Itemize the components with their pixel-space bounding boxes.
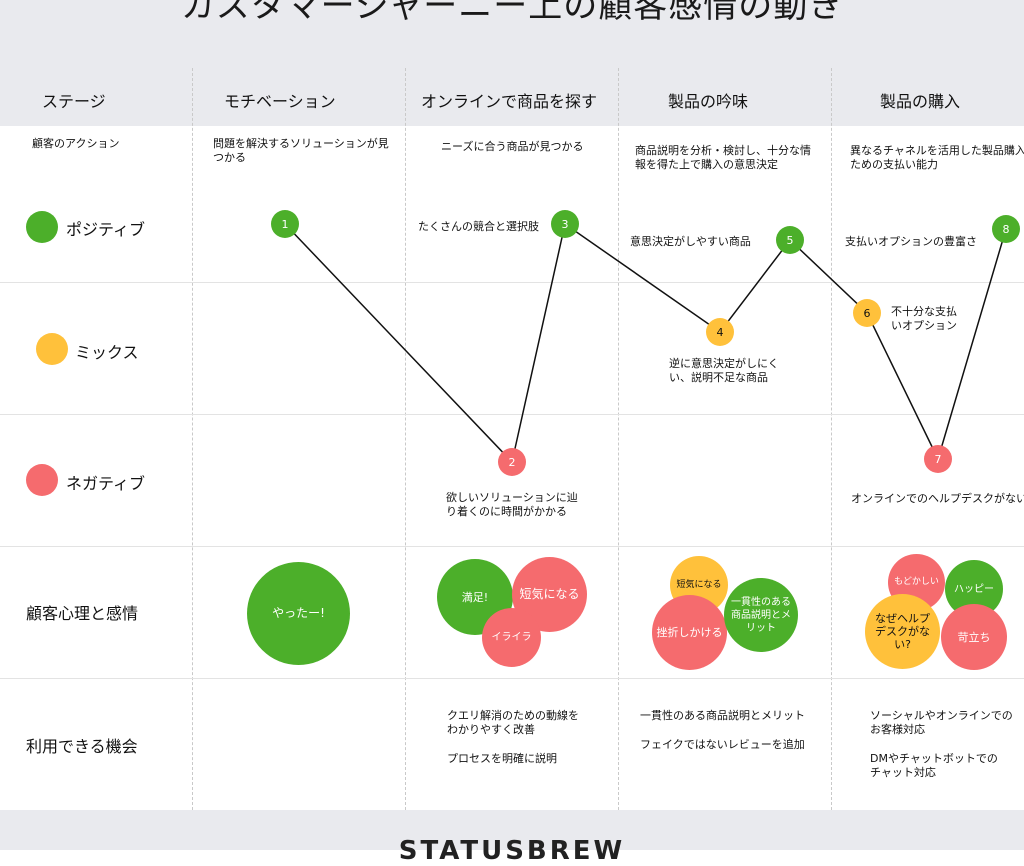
mix-legend-dot [36,333,68,365]
stage-header: ステージ [42,92,106,111]
emotion-bubble: やったー! [247,562,350,665]
actions-label: 顧客のアクション [32,137,120,150]
journey-node-4: 4 [706,318,734,346]
journey-node-5: 5 [776,226,804,254]
row-divider [0,414,1024,415]
positive-legend-label: ポジティブ [66,220,146,239]
journey-node-2: 2 [498,448,526,476]
positive-legend-dot [26,211,58,243]
brand-logo: STATUSBREW [398,836,626,866]
stage-search-online: オンラインで商品を探す [421,92,598,111]
negative-legend-label: ネガティブ [66,474,146,493]
footer-band [0,810,1024,850]
column-divider [618,68,619,810]
journey-node-8: 8 [992,215,1020,243]
action-text: 問題を解決するソリューションが見つかる [213,137,389,164]
emotion-bubble: 挫折しかける [652,595,727,670]
stage-motivation: モチベーション [224,92,336,111]
journey-node-3: 3 [551,210,579,238]
opportunity-text: DMやチャットボットでのチャット対応 [870,752,998,779]
row-divider [0,546,1024,547]
journey-node-6: 6 [853,299,881,327]
emotions-label: 顧客心理と感情 [26,604,139,623]
opportunity-text: ソーシャルやオンラインでのお客様対応 [870,709,1013,736]
action-text: ニーズに合う商品が見つかる [441,140,584,153]
annotation-node-4: 逆に意思決定がしにくい、説明不足な商品 [669,357,779,384]
negative-legend-dot [26,464,58,496]
emotion-bubble: なぜヘルプデスクがない? [865,594,940,669]
column-divider [192,68,193,810]
action-text: 商品説明を分析・検討し、十分な情報を得た上で購入の意思決定 [635,144,811,171]
emotion-bubble: イライラ [482,608,541,667]
annotation-node-7: オンラインでのヘルプデスクがない [851,492,1024,505]
page-title: カスタマージャーニー上の顧客感情の動き [180,0,844,26]
row-divider [0,678,1024,679]
annotation-node-6: 不十分な支払いオプション [891,305,957,332]
column-divider [831,68,832,810]
annotation-node-2: 欲しいソリューションに辿り着くのに時間がかかる [446,491,578,518]
journey-node-7: 7 [924,445,952,473]
annotation-node-8: 支払いオプションの豊富さ [845,235,977,248]
annotation-node-5: 意思決定がしやすい商品 [630,235,751,248]
annotation-node-3: たくさんの競合と選択肢 [418,220,539,233]
opportunity-text: クエリ解消のための動線をわかりやすく改善 [447,709,579,736]
action-text: 異なるチャネルを活用した製品購入のための支払い能力 [850,144,1024,171]
opportunity-text: フェイクではないレビューを追加 [640,738,805,751]
opportunities-label: 利用できる機会 [26,737,138,756]
journey-node-1: 1 [271,210,299,238]
emotion-bubble: 苛立ち [941,604,1007,670]
row-divider [0,282,1024,283]
emotion-bubble: 一貫性のある商品説明とメリット [724,578,798,652]
title-band [0,0,1024,126]
column-divider [405,68,406,810]
opportunity-text: プロセスを明確に説明 [447,752,557,765]
stage-purchase: 製品の購入 [880,92,961,111]
opportunity-text: 一貫性のある商品説明とメリット [640,709,805,722]
mix-legend-label: ミックス [75,343,139,362]
stage-evaluate: 製品の吟味 [668,92,749,111]
